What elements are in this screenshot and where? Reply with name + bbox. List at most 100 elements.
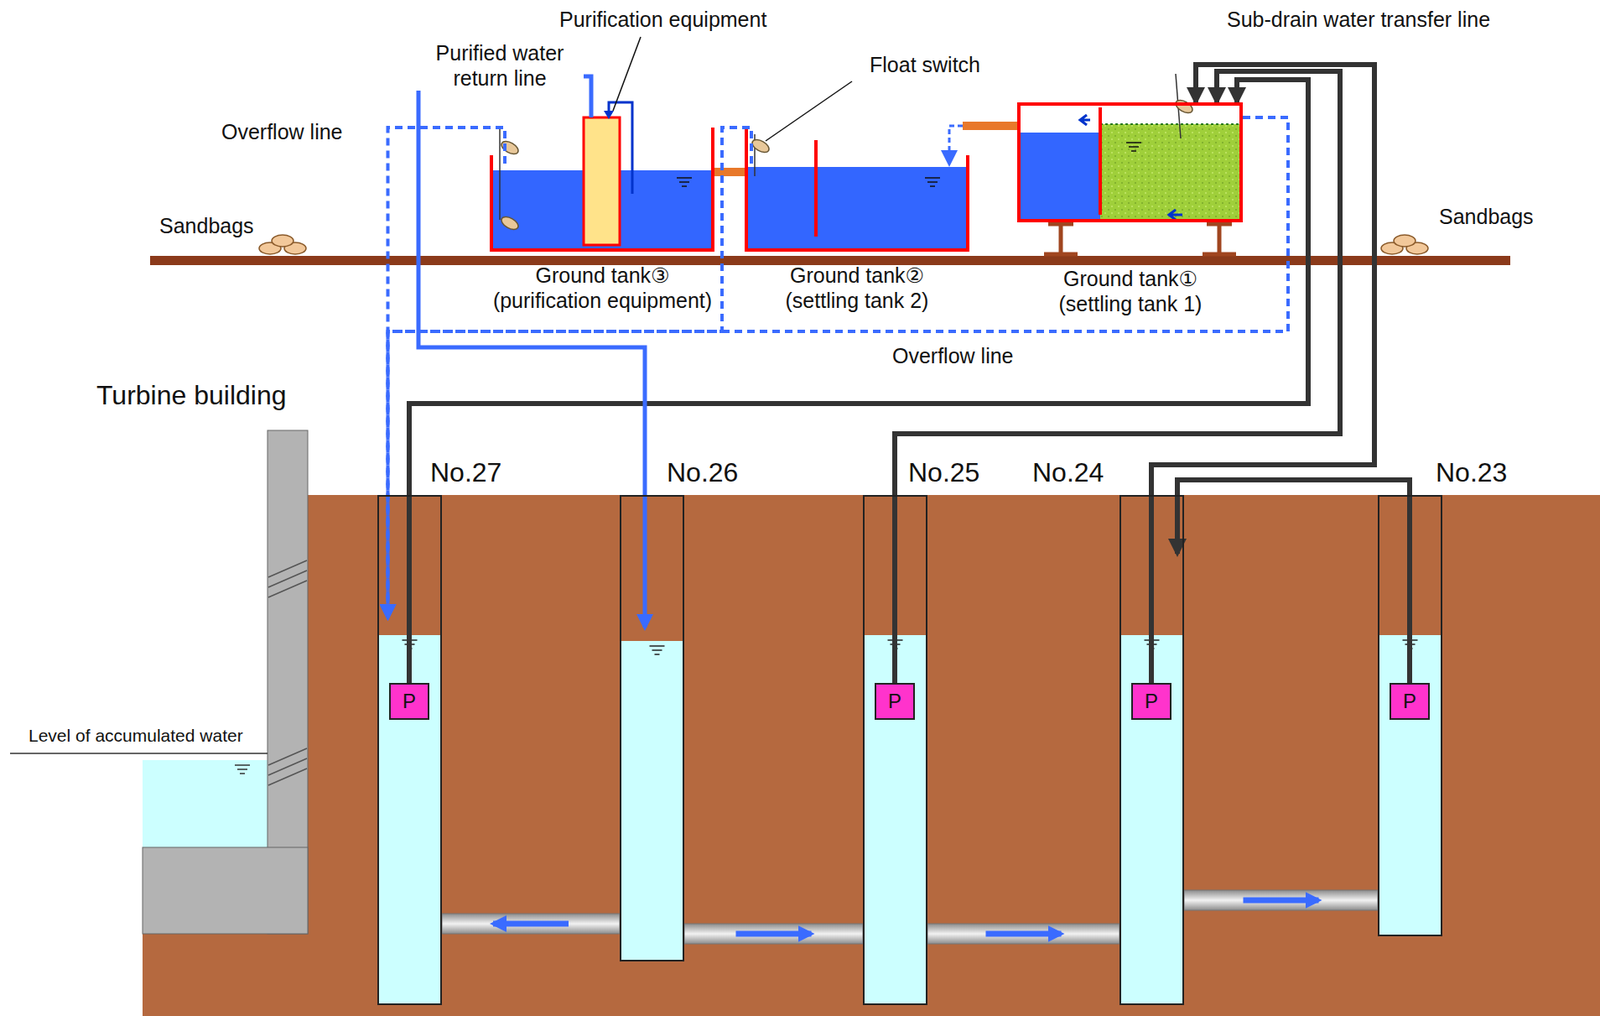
- flow-arrow: [736, 930, 812, 937]
- tank-label: Ground tank② (settling tank 2): [754, 262, 960, 313]
- connector: [949, 125, 1018, 164]
- callout-label-wrap: Sub-drain water transfer line: [1224, 6, 1493, 32]
- well-number: No.26: [666, 456, 738, 489]
- connector: [684, 923, 863, 944]
- connector: [409, 79, 1309, 683]
- well-number: No.25: [908, 456, 980, 489]
- tank-interiors: [744, 166, 970, 252]
- connector-line: [962, 121, 1018, 130]
- callout-label: Overflow line: [218, 119, 346, 145]
- turbine-building: [10, 430, 308, 934]
- float-switch: [498, 138, 520, 156]
- connector: [388, 127, 506, 618]
- pump-box: P: [1131, 682, 1172, 720]
- turbine-building: [234, 764, 250, 774]
- tank-interiors: [1100, 123, 1243, 125]
- flow-arrow: [986, 930, 1062, 937]
- sub-drain-well: No.26: [619, 494, 685, 962]
- pump-label: P: [1397, 689, 1422, 714]
- pipe: [441, 913, 620, 934]
- callout-label: Float switch: [867, 51, 983, 78]
- tank-interiors: [1098, 107, 1102, 215]
- leader-lines: [612, 36, 641, 111]
- callout-label-wrap: Overflow line: [889, 342, 1017, 369]
- callout-label: Overflow line: [889, 342, 1017, 369]
- turbine-building: [142, 846, 308, 934]
- connector: [927, 923, 1120, 944]
- flow-arrow: [1243, 897, 1320, 904]
- well-water: [621, 640, 683, 960]
- connector-line: [388, 117, 1289, 618]
- well-number: No.23: [1435, 456, 1507, 489]
- tank-label: Ground tank③ (purification equipment): [472, 262, 733, 313]
- tank-label-wrap: Ground tank③ (purification equipment): [472, 262, 733, 313]
- connector: [714, 171, 745, 173]
- well-number-wrap: No.26: [666, 456, 738, 489]
- callout-label: Sandbags: [156, 212, 257, 239]
- purification-equipment: [583, 117, 620, 245]
- float-switch: [1173, 97, 1195, 115]
- tank-interiors: [676, 177, 692, 187]
- well-number: No.24: [1032, 456, 1104, 489]
- callout-label-wrap: Level of accumulated water: [25, 724, 246, 746]
- well-water: [1121, 634, 1183, 1003]
- tank-interiors: [1017, 132, 1101, 223]
- float-switch: [498, 213, 520, 232]
- connector-line: [949, 125, 963, 164]
- pump-label: P: [397, 689, 421, 714]
- connector: [1177, 479, 1410, 683]
- callout-label: Purification equipment: [556, 6, 769, 32]
- leader-lines: [612, 36, 852, 141]
- callout-label: Sub-drain water transfer line: [1224, 6, 1493, 32]
- well-number-wrap: No.25: [908, 456, 980, 489]
- ground-tank: Ground tank③ (purification equipment): [489, 163, 715, 252]
- pump-box: P: [389, 682, 430, 720]
- connector: [1184, 889, 1378, 910]
- tank-stand: [1044, 223, 1078, 255]
- connector: [388, 117, 1289, 618]
- sandbags: [271, 234, 294, 247]
- soil: [142, 494, 1600, 1016]
- tank-stand: [1044, 223, 1237, 255]
- float-switch: [498, 73, 1195, 233]
- callout-label-wrap: Overflow line: [218, 119, 346, 145]
- connector: [388, 127, 753, 618]
- tank-stand: [1202, 223, 1237, 255]
- tank-interiors: [924, 177, 941, 187]
- pump-box: P: [874, 682, 915, 720]
- ground-tank: Ground tank① (settling tank 1): [1017, 102, 1243, 223]
- ground-tank: Ground tank② (settling tank 2): [744, 163, 970, 252]
- callout-label-wrap: Float switch: [867, 51, 983, 78]
- pump-label: P: [1139, 689, 1164, 714]
- callout-label: Purified water return line: [415, 40, 584, 91]
- connector-line: [388, 127, 753, 618]
- tank-interiors: [744, 127, 749, 165]
- well-water: [864, 634, 926, 1003]
- tank-interiors: [1168, 209, 1183, 220]
- sub-drain-well: No.24P: [1119, 494, 1185, 1005]
- connector-line: [1177, 479, 1410, 683]
- well-number-wrap: No.24: [1032, 456, 1104, 489]
- pipe: [684, 923, 863, 944]
- well-number-wrap: No.23: [1435, 456, 1507, 489]
- connector: [1151, 64, 1375, 683]
- pump-label: P: [883, 689, 907, 714]
- connector: [418, 76, 645, 628]
- callout-label-wrap: Purification equipment: [556, 6, 769, 32]
- pump-box: P: [1389, 682, 1430, 720]
- tank-interiors: [1126, 142, 1142, 151]
- sandbags: [1393, 234, 1416, 247]
- purification-equipment: [583, 102, 633, 245]
- tank-label-wrap: Ground tank① (settling tank 1): [1028, 265, 1233, 317]
- tank-interiors: [814, 140, 818, 237]
- well-water: [379, 634, 441, 1003]
- callout-label: Level of accumulated water: [25, 724, 246, 746]
- turbine-building: [10, 752, 268, 754]
- tank-interiors: [1080, 114, 1091, 125]
- float-switch: [498, 127, 501, 220]
- tank-label: Ground tank① (settling tank 1): [1028, 265, 1233, 317]
- connector-line: [1151, 64, 1375, 683]
- connector-line: [409, 79, 1309, 683]
